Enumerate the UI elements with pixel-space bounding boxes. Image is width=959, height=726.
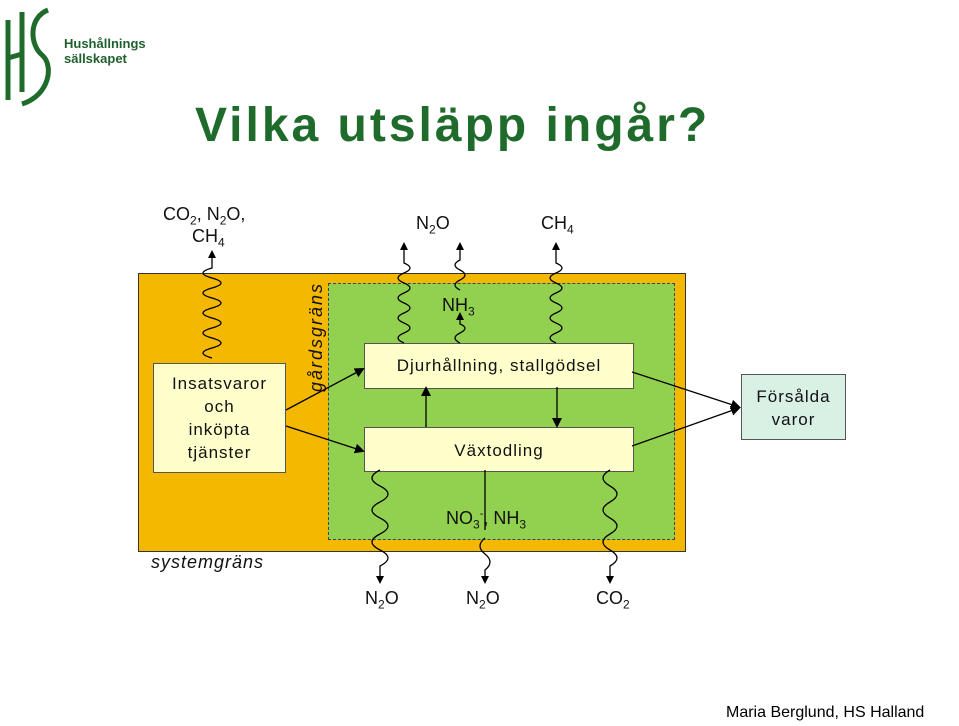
wavy-emission-ch4-top (549, 242, 563, 344)
logo-line-2: sällskapet (64, 51, 127, 66)
emission-top-left-line-1: CO2, N2O, (163, 204, 246, 228)
wavy-emission-n2o-top (397, 242, 411, 344)
emission-bottom-co2: CO2 (596, 588, 630, 612)
crop-production-box: Växtodling (364, 427, 634, 472)
arrow-inputs-to-crop (285, 425, 365, 454)
wavy-emission-n2o-top-2 (454, 242, 466, 291)
wavy-emission-nh3 (454, 312, 466, 344)
sold-line-1: Försålda (756, 387, 831, 406)
emission-no3-nh3: NO3-, NH3 (446, 508, 527, 532)
inputs-line-4: tjänster (187, 443, 252, 462)
sold-goods-box: Försålda varor (741, 374, 846, 440)
inputs-line-3: inköpta (188, 420, 251, 439)
page-title: Vilka utsläpp ingår? (195, 99, 711, 152)
arrow-crop-to-sold (631, 405, 741, 447)
emission-top-ch4: CH4 (541, 213, 574, 237)
wavy-emission-co2-bottom (602, 469, 618, 584)
arrow-inputs-to-animal (285, 368, 365, 411)
hs-logo-mark (5, 7, 51, 107)
inputs-line-2: och (204, 397, 235, 416)
logo-line-1: Hushållnings (64, 36, 146, 51)
wavy-emission-inputs (202, 250, 222, 359)
animal-husbandry-box: Djurhållning, stallgödsel (364, 343, 634, 389)
emission-nh3-inner: NH3 (442, 295, 475, 319)
hs-logo: Hushållnings sällskapet (0, 0, 150, 110)
emission-top-n2o: N2O (416, 213, 450, 237)
wavy-emission-n2o-bottom (371, 469, 389, 584)
emission-bottom-n2o-2: N2O (466, 588, 500, 612)
arrow-animal-to-sold (631, 371, 741, 410)
author-credit: Maria Berglund, HS Halland (726, 704, 925, 721)
system-boundary-label: systemgräns (151, 552, 265, 572)
emission-top-left-line-2: CH4 (192, 226, 225, 250)
inputs-line-1: Insatsvaror (171, 374, 268, 393)
farm-boundary-box (328, 283, 675, 540)
sold-line-2: varor (771, 410, 816, 429)
inputs-box: Insatsvaror och inköpta tjänster (153, 363, 286, 473)
emission-bottom-n2o-1: N2O (365, 588, 399, 612)
wavy-emission-n2o-bottom-2 (479, 537, 491, 584)
